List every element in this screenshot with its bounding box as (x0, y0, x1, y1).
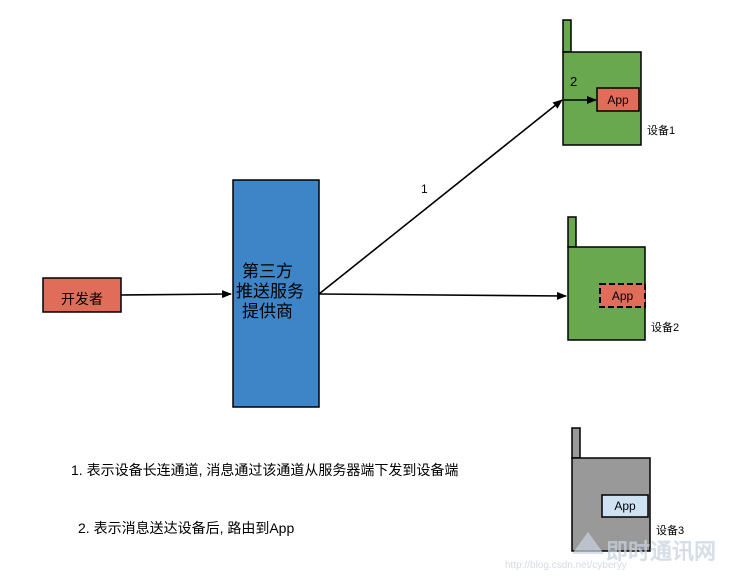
device-1-app-label: App (607, 93, 629, 107)
watermark-url: http://blog.csdn.net/cyberyy (505, 560, 627, 571)
push-server-box (232, 179, 320, 408)
device-2 (567, 216, 646, 341)
push-server-label: 第三方 推送服务 提供商 (236, 262, 318, 322)
device-3-antenna (571, 427, 581, 459)
device-1-antenna (562, 19, 572, 53)
device-2-antenna (567, 216, 577, 248)
developer-box (42, 277, 122, 313)
developer-label: 开发者 (61, 291, 103, 307)
push-server-label-line-3: 提供商 (242, 302, 293, 321)
note-1: 1. 表示设备长连通道, 消息通过该通道从服务器端下发到设备端 (71, 462, 459, 478)
device-1-label: 设备1 (647, 125, 676, 137)
arrow-label-2: 2 (570, 74, 578, 89)
device-3-app-label: App (614, 499, 636, 513)
device-3-label: 设备3 (656, 525, 685, 537)
push-server-label-line-2: 推送服务 (236, 282, 304, 301)
device-1-app-box (596, 87, 640, 112)
device-2-app-label: App (611, 289, 634, 303)
device-1 (562, 19, 642, 146)
device-3 (571, 427, 651, 552)
device-2-app-box (599, 283, 646, 308)
device-2-label: 设备2 (651, 322, 680, 334)
arrow-label-1: 1 (421, 182, 428, 196)
note-2: 2. 表示消息送达设备后, 路由到App (78, 520, 295, 536)
arrow-server-to-device-1 (318, 99, 563, 295)
arrow-developer-to-server (120, 290, 232, 299)
arrow-server-to-device-2 (318, 291, 567, 300)
watermark-logo-icon (572, 532, 604, 554)
device-3-app-box (601, 494, 649, 518)
push-server-label-line-1: 第三方 (242, 262, 293, 281)
watermark-brand: 即时通讯网 (606, 539, 717, 564)
